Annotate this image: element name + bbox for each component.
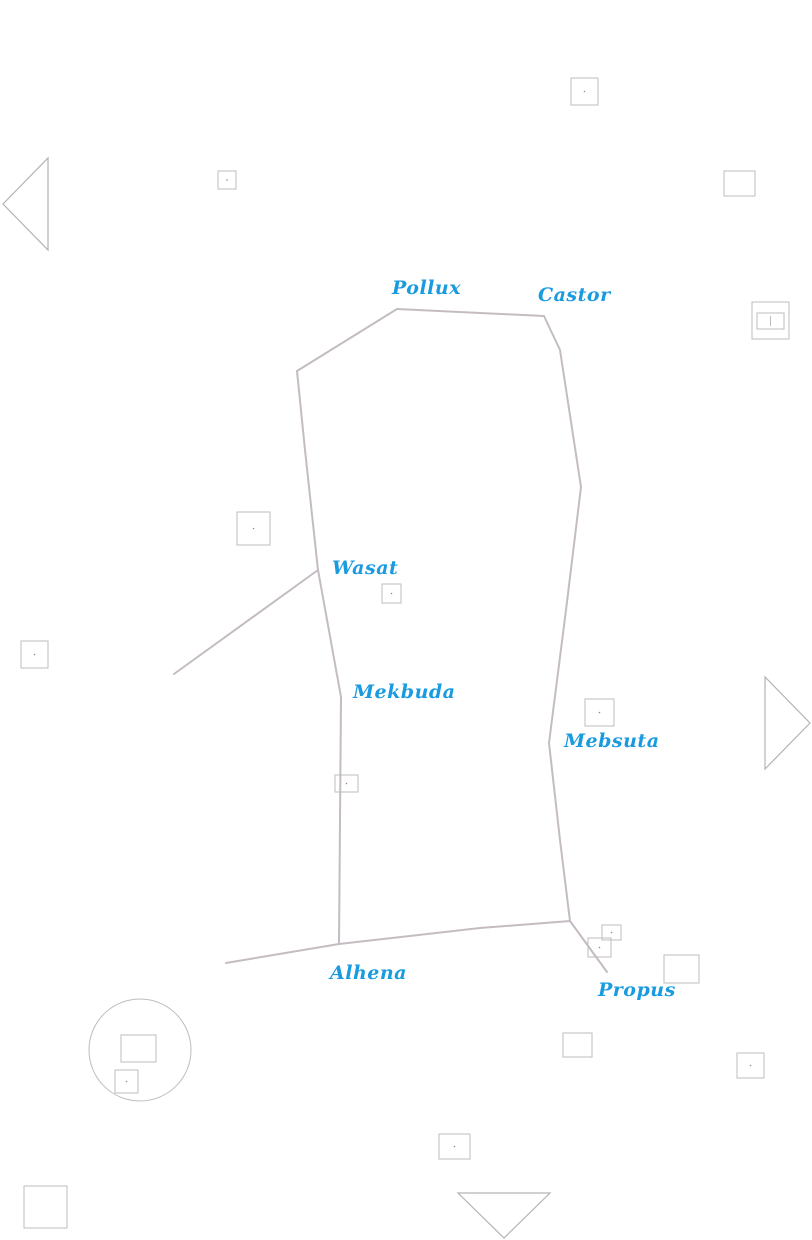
- deep-sky-marker[interactable]: [20, 640, 49, 669]
- deep-sky-marker[interactable]: [570, 77, 599, 106]
- triangle-down-icon[interactable]: [456, 1192, 552, 1239]
- deep-sky-marker[interactable]: [23, 1185, 68, 1229]
- star-label-pollux[interactable]: Pollux: [391, 277, 461, 299]
- deep-sky-marker[interactable]: [723, 170, 756, 197]
- deep-sky-marker[interactable]: [584, 698, 615, 727]
- constellation-lines: [173, 308, 608, 973]
- deep-sky-marker[interactable]: [736, 1052, 765, 1079]
- deep-sky-marker[interactable]: [751, 301, 790, 340]
- deep-sky-marker[interactable]: [217, 170, 237, 190]
- left-outline-line: [296, 308, 398, 945]
- wasat-branch-line: [173, 569, 319, 675]
- object-markers: [20, 77, 790, 1229]
- star-labels: Pollux Castor Wasat Mekbuda Mebsuta Alhe…: [328, 277, 676, 1001]
- deep-sky-marker[interactable]: [381, 583, 402, 604]
- star-label-castor[interactable]: Castor: [538, 284, 612, 306]
- deep-sky-marker[interactable]: [438, 1133, 471, 1160]
- star-label-mekbuda[interactable]: Mekbuda: [352, 681, 455, 703]
- pan-controls: [2, 156, 811, 1239]
- star-label-mebsuta[interactable]: Mebsuta: [563, 730, 660, 752]
- top-edge-line: [396, 308, 582, 922]
- star-label-wasat[interactable]: Wasat: [332, 557, 398, 579]
- triangle-right-icon[interactable]: [764, 675, 811, 771]
- triangle-left-icon[interactable]: [2, 156, 49, 252]
- star-label-propus[interactable]: Propus: [597, 979, 676, 1001]
- cluster-marker[interactable]: [88, 998, 192, 1102]
- deep-sky-marker[interactable]: [562, 1032, 593, 1058]
- deep-sky-marker[interactable]: [236, 511, 271, 546]
- bottom-edge-line: [225, 920, 571, 964]
- deep-sky-marker[interactable]: [587, 937, 612, 958]
- deep-sky-marker[interactable]: [334, 774, 359, 793]
- star-label-alhena[interactable]: Alhena: [328, 962, 407, 984]
- deep-sky-marker[interactable]: [663, 954, 700, 984]
